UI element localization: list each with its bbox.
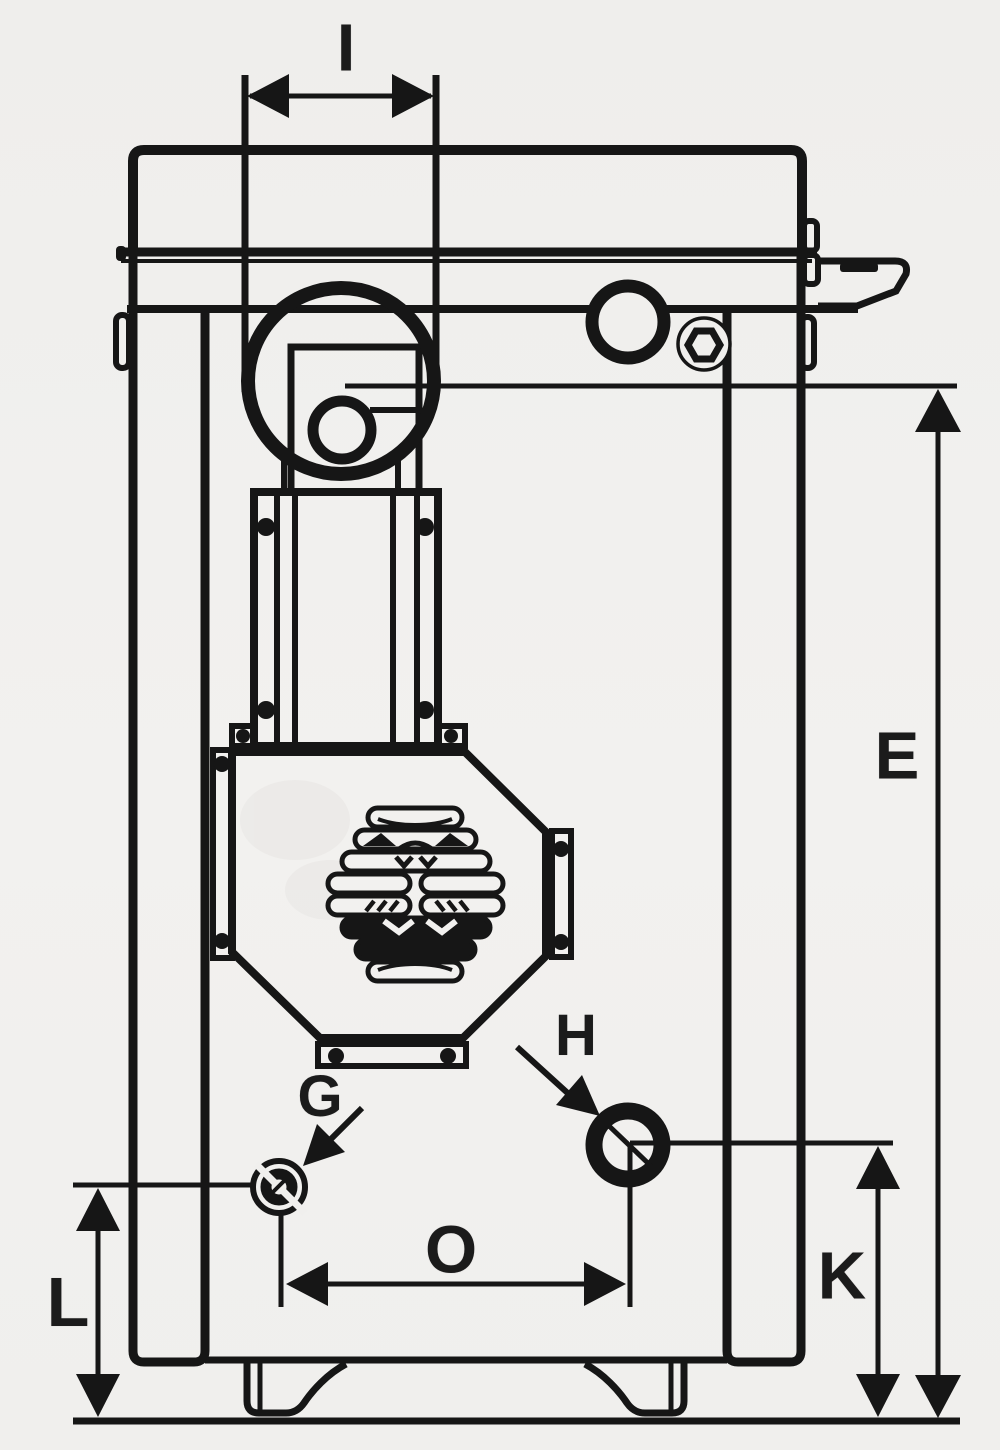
- right-side-wall: [722, 256, 806, 1367]
- dim-o-graphics: [286, 1262, 626, 1306]
- right-bracket: [817, 257, 910, 310]
- fan-blade-details: [363, 817, 470, 972]
- dim-i-graphics: [241, 74, 440, 392]
- column-outline: [250, 488, 442, 750]
- fan-housing-octagon: [228, 748, 550, 1042]
- dim-h-leader: [514, 1044, 600, 1116]
- hex-bolt: [683, 327, 725, 363]
- right-foot: [583, 1360, 688, 1417]
- connection-h: [585, 1102, 893, 1307]
- left-side-tab: [113, 312, 132, 371]
- fan-flange-right: [549, 828, 574, 960]
- flue-outlet-ring: [585, 279, 671, 365]
- dim-label-k: K: [817, 1238, 867, 1314]
- flue-collar-ring: [241, 281, 441, 481]
- hinge-tab-upper: [801, 218, 820, 254]
- dim-label-g: G: [297, 1064, 343, 1129]
- dim-label-i: I: [336, 10, 356, 86]
- dim-k-graphics: [856, 1146, 900, 1417]
- dim-l-graphics: [76, 1188, 120, 1417]
- right-bracket-notch: [840, 263, 878, 272]
- connection-g: [73, 1158, 308, 1307]
- lid-outline: [128, 145, 807, 256]
- fan-grille: [325, 805, 506, 984]
- dim-e-graphics: [345, 383, 961, 1418]
- dim-label-h: H: [555, 1003, 597, 1068]
- dim-label-o: O: [424, 1212, 478, 1288]
- dim-label-l: L: [46, 1263, 90, 1341]
- fan-flange-bottom: [315, 1041, 469, 1069]
- flue-inner-pipe: [307, 395, 377, 465]
- lid-band-left-lug: [116, 246, 126, 261]
- right-side-tab: [798, 314, 817, 371]
- column-flange-left: [229, 723, 257, 749]
- dim-label-e: E: [874, 718, 920, 794]
- left-side-wall: [128, 256, 210, 1367]
- left-foot: [243, 1360, 348, 1417]
- column-screws: [257, 518, 434, 719]
- dim-g-leader: [303, 1105, 365, 1166]
- fan-flange-left: [210, 747, 235, 961]
- fan-flange-screws: [214, 756, 569, 1064]
- column-flange-screws: [236, 729, 458, 743]
- column-flange-right: [435, 723, 468, 749]
